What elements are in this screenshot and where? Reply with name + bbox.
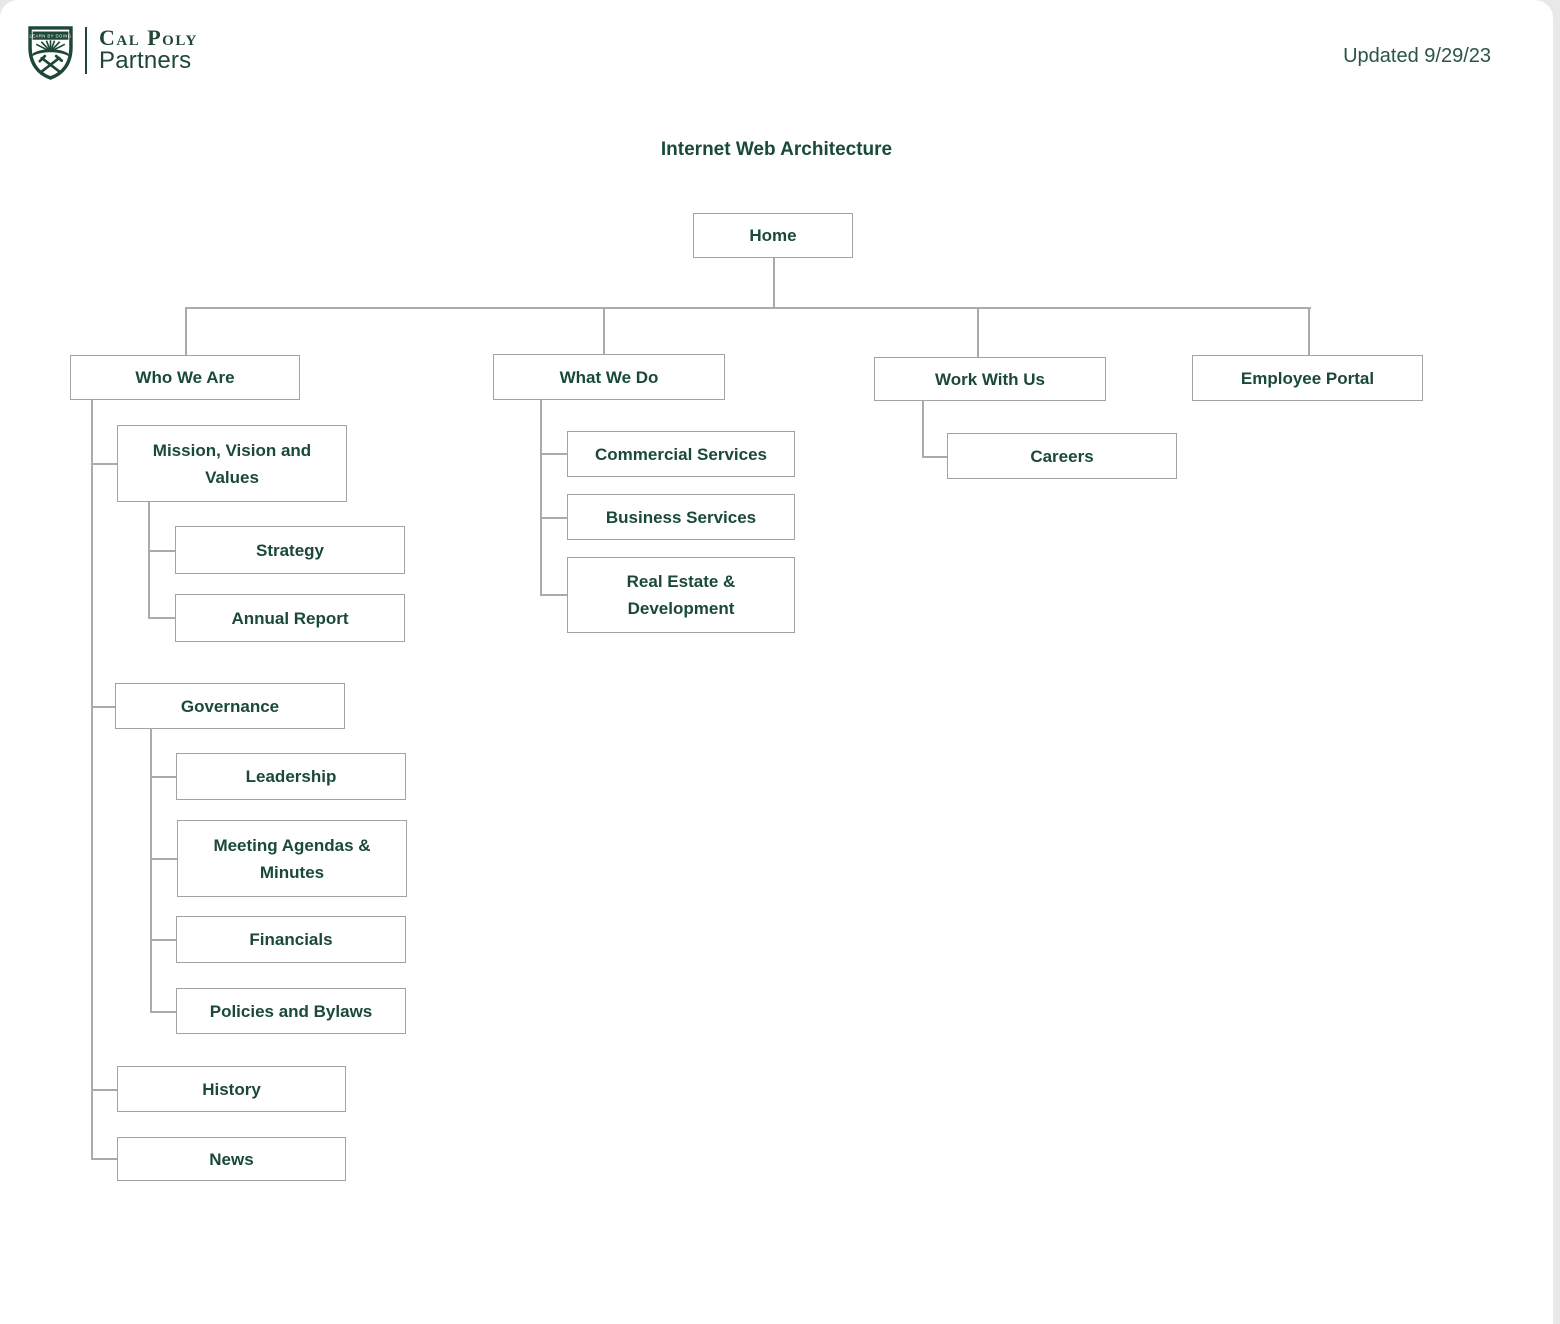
connector-line — [922, 456, 947, 458]
connector-line — [150, 729, 152, 1012]
node-news: News — [117, 1137, 346, 1181]
node-label: History — [202, 1079, 261, 1099]
logo-brand-sub: Partners — [99, 47, 192, 74]
connector-line — [91, 1089, 117, 1091]
node-label: Meeting Agendas & Minutes — [213, 835, 371, 882]
node-policies-and-bylaws: Policies and Bylaws — [176, 988, 406, 1034]
connector-line — [150, 858, 177, 860]
node-label: News — [209, 1149, 254, 1169]
connector-line — [150, 1011, 176, 1013]
connector-line — [773, 258, 775, 307]
logo-divider — [85, 27, 87, 74]
connector-line — [91, 1158, 117, 1160]
connector-line — [150, 939, 176, 941]
connector-line — [603, 307, 605, 354]
logo-brand-name: Cal Poly — [99, 25, 198, 50]
node-meeting-agendas-minutes: Meeting Agendas & Minutes — [177, 820, 407, 897]
cal-poly-shield-icon: LEARN BY DOING — [28, 26, 73, 80]
connector-line — [150, 776, 176, 778]
connector-line — [977, 307, 979, 358]
node-employee-portal: Employee Portal — [1192, 355, 1423, 401]
svg-text:LEARN BY DOING: LEARN BY DOING — [29, 33, 71, 38]
connector-line — [1308, 307, 1310, 355]
node-label: What We Do — [559, 367, 659, 387]
node-home: Home — [693, 213, 853, 258]
connector-line — [91, 399, 93, 1159]
updated-date: Updated 9/29/23 — [1343, 45, 1491, 67]
node-label: Mission, Vision and Values — [152, 440, 312, 487]
node-label: Governance — [180, 696, 280, 716]
node-annual-report: Annual Report — [175, 594, 405, 642]
node-label: Strategy — [255, 540, 325, 560]
connector-line — [540, 453, 567, 455]
connector-line — [148, 550, 175, 552]
node-label: Who We Are — [135, 368, 235, 387]
node-what-we-do: What We Do — [493, 354, 725, 400]
node-mission-vision-values: Mission, Vision and Values — [117, 425, 347, 502]
node-careers: Careers — [947, 433, 1177, 479]
node-financials: Financials — [176, 916, 406, 963]
diagram-title: Internet Web Architecture — [660, 139, 893, 160]
node-business-services: Business Services — [567, 494, 795, 540]
connector-line — [148, 502, 150, 619]
connector-line — [540, 517, 567, 519]
connector-line — [91, 706, 115, 708]
cal-poly-partners-logo: LEARN BY DOING — [28, 25, 198, 81]
connector-line — [185, 307, 1311, 309]
node-work-with-us: Work With Us — [874, 357, 1106, 401]
node-label: Financials — [249, 930, 333, 949]
connector-line — [148, 617, 175, 619]
connector-line — [922, 401, 924, 457]
node-label: Work With Us — [934, 369, 1046, 389]
node-label: Home — [749, 226, 797, 245]
node-strategy: Strategy — [175, 526, 405, 574]
node-label: Leadership — [245, 767, 337, 786]
node-label: Employee Portal — [1240, 368, 1375, 388]
node-who-we-are: Who We Are — [70, 355, 300, 400]
node-label: Commercial Services — [595, 444, 767, 464]
node-label: Real Estate & Development — [626, 572, 736, 618]
node-commercial-services: Commercial Services — [567, 431, 795, 477]
node-governance: Governance — [115, 683, 345, 729]
node-leadership: Leadership — [176, 753, 406, 800]
node-real-estate-development: Real Estate & Development — [567, 557, 795, 633]
connector-line — [540, 594, 567, 596]
connector-line — [540, 400, 542, 595]
node-label: Careers — [1030, 446, 1094, 466]
connector-line — [185, 307, 187, 355]
node-label: Business Services — [605, 507, 757, 527]
node-history: History — [117, 1066, 346, 1112]
logo-brand-text: Cal Poly Partners — [99, 25, 198, 74]
connector-line — [91, 463, 117, 465]
node-label: Policies and Bylaws — [209, 1001, 373, 1021]
node-label: Annual Report — [231, 608, 349, 628]
